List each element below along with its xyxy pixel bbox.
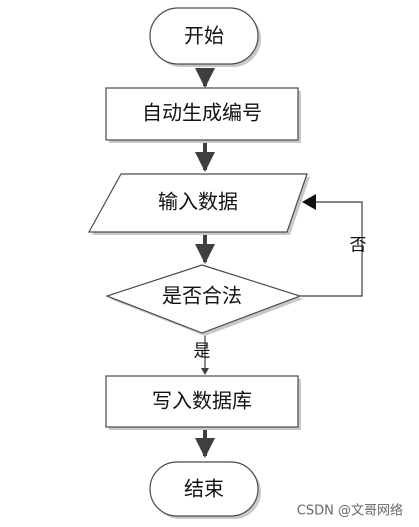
- edge-check-no-arrowhead: [302, 194, 316, 210]
- node-write: 写入数据库: [105, 375, 301, 430]
- node-write-label: 写入数据库: [152, 389, 252, 413]
- node-input: 输入数据: [87, 173, 310, 235]
- edge-check-no-loop: [300, 201, 363, 297]
- node-start-label: 开始: [184, 24, 224, 48]
- node-generate-label: 自动生成编号: [142, 101, 262, 125]
- watermark-text: CSDN @文哥网络: [297, 503, 403, 519]
- node-input-shape: [87, 173, 308, 233]
- node-start-shape: [149, 7, 259, 65]
- node-input-label: 输入数据: [158, 190, 238, 214]
- edge-label-yes: 是: [194, 342, 211, 362]
- node-write-shape: [105, 375, 299, 428]
- node-generate: 自动生成编号: [105, 87, 301, 143]
- connectors: [195, 68, 363, 458]
- node-check: 是否合法: [105, 264, 303, 336]
- node-start: 开始: [149, 7, 261, 67]
- node-end-shape: [149, 461, 259, 517]
- node-check-label: 是否合法: [162, 284, 242, 308]
- node-end: 结束: [149, 461, 261, 519]
- node-end-label: 结束: [184, 477, 224, 501]
- edge-check-yes-arrowhead: [201, 368, 209, 375]
- edge-label-no: 否: [350, 236, 367, 256]
- node-check-shape: [105, 264, 302, 334]
- node-generate-shape: [105, 87, 299, 141]
